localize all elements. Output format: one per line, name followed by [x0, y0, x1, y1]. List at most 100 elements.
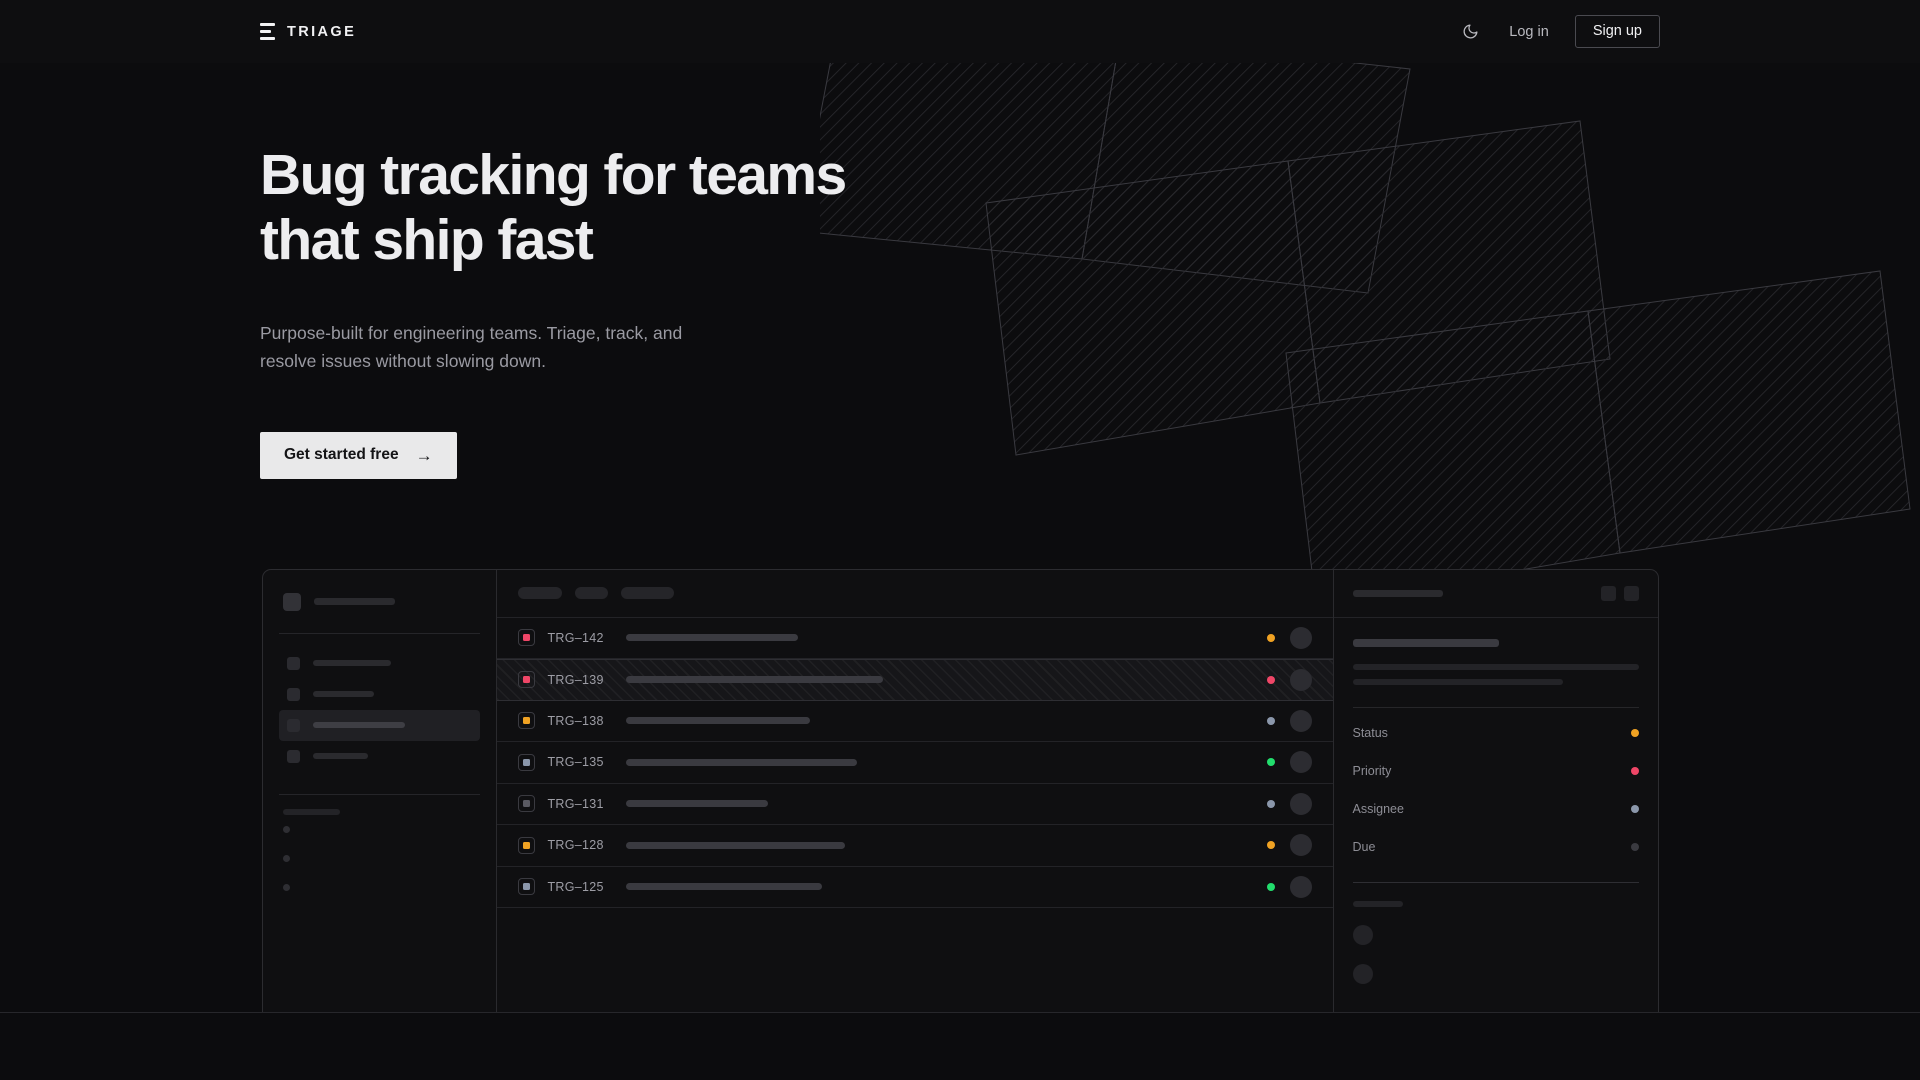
issue-type-badge — [517, 878, 535, 896]
table-row[interactable]: TRG–128 — [496, 825, 1333, 867]
sidebar-item-3-active[interactable] — [278, 709, 480, 741]
moon-icon[interactable] — [1457, 19, 1483, 45]
detail-description-skeleton — [1352, 663, 1639, 685]
filter-chip-2[interactable] — [574, 587, 608, 600]
detail-panel-header — [1333, 570, 1658, 618]
table-row[interactable]: TRG–138 — [496, 701, 1333, 743]
issue-type-badge — [517, 629, 535, 647]
mockup-sidebar — [263, 569, 497, 1012]
get-started-button[interactable]: Get started free → — [260, 431, 457, 479]
status-dot — [1266, 675, 1275, 684]
page-title: Bug tracking for teams that ship fast — [260, 143, 900, 273]
sidebar-item-icon — [286, 718, 300, 732]
issue-id: TRG–139 — [547, 672, 604, 687]
meta-label: Due — [1352, 839, 1376, 854]
table-row[interactable]: TRG–139 — [496, 659, 1333, 701]
avatar — [1289, 668, 1312, 691]
subheading-line-1: Purpose-built for engineering teams. Tri… — [260, 322, 683, 343]
issue-title-skeleton — [625, 841, 845, 849]
status-badge — [1630, 766, 1639, 775]
hero-section: Bug tracking for teams that ship fast Pu… — [0, 63, 1920, 1013]
issue-type-badge — [517, 671, 535, 689]
sidebar-item-4[interactable] — [279, 741, 480, 772]
meta-label: Status — [1352, 725, 1388, 740]
table-row[interactable]: TRG–135 — [496, 742, 1333, 784]
bullet-icon — [282, 854, 290, 862]
avatar — [1289, 834, 1312, 857]
status-dot — [1266, 882, 1275, 891]
headline-line-1: Bug tracking for teams — [260, 143, 847, 207]
filter-chip-3[interactable] — [620, 587, 674, 600]
issue-title-skeleton — [625, 676, 883, 684]
sidebar-section-label — [282, 808, 476, 815]
issue-id: TRG–131 — [547, 796, 604, 811]
detail-breadcrumb-skeleton — [1352, 589, 1443, 597]
sidebar-item-1[interactable] — [279, 648, 480, 679]
status-badge — [1630, 804, 1639, 813]
table-row[interactable]: TRG–125 — [496, 867, 1333, 909]
bullet-icon — [282, 825, 290, 833]
detail-action-button-2[interactable] — [1623, 585, 1639, 601]
issue-title-skeleton — [625, 883, 822, 891]
sidebar-divider-top — [278, 632, 480, 634]
detail-divider-top — [1352, 706, 1639, 708]
bullet-icon — [282, 883, 290, 891]
issue-id: TRG–138 — [547, 713, 604, 728]
issue-type-badge — [517, 795, 535, 813]
sidebar-item-2[interactable] — [279, 679, 480, 710]
workspace-avatar — [282, 592, 301, 611]
sidebar-item-icon — [286, 656, 300, 670]
avatar — [1352, 924, 1373, 945]
workspace-name-skeleton — [313, 598, 395, 606]
nav-actions: Log in Sign up — [1457, 15, 1660, 48]
issue-title-skeleton — [625, 634, 798, 642]
arrow-right-icon: → — [415, 445, 433, 465]
detail-divider-bottom — [1352, 881, 1639, 883]
avatar — [1352, 963, 1373, 984]
avatar — [1289, 709, 1312, 732]
meta-row-assignee[interactable]: Assignee — [1353, 790, 1639, 828]
status-dot — [1266, 799, 1275, 808]
headline-line-2: that ship fast — [260, 207, 594, 272]
app-preview-mockup: TRG–142 TRG–139 — [261, 568, 1659, 1012]
get-started-label: Get started free — [284, 446, 399, 464]
signup-button[interactable]: Sign up — [1574, 15, 1660, 48]
meta-row-due[interactable]: Due — [1353, 828, 1639, 866]
login-link[interactable]: Log in — [1509, 23, 1549, 40]
comments-label-skeleton — [1352, 900, 1403, 907]
status-dot — [1266, 758, 1275, 767]
stack-lines-icon — [260, 23, 275, 40]
avatar — [1289, 792, 1312, 815]
sidebar-sub-item-3[interactable] — [279, 873, 480, 902]
subheading-line-2: resolve issues without slowing down. — [260, 351, 546, 372]
issue-id: TRG–142 — [547, 630, 604, 645]
meta-label: Assignee — [1352, 801, 1404, 816]
avatar — [1289, 751, 1312, 774]
issue-id: TRG–128 — [547, 838, 604, 853]
status-dot — [1266, 841, 1275, 850]
table-row[interactable]: TRG–131 — [496, 784, 1333, 826]
issue-id: TRG–125 — [547, 879, 604, 894]
table-row[interactable]: TRG–142 — [496, 618, 1333, 660]
meta-row-priority[interactable]: Priority — [1353, 752, 1639, 790]
list-toolbar — [496, 570, 1333, 618]
issue-type-badge — [517, 712, 535, 730]
hero-subheading: Purpose-built for engineering teams. Tri… — [260, 319, 735, 376]
issue-list-panel: TRG–142 TRG–139 — [496, 569, 1334, 1012]
sidebar-divider-bottom — [278, 793, 480, 795]
sidebar-item-icon — [286, 749, 300, 763]
status-badge — [1630, 728, 1639, 737]
avatar — [1289, 875, 1312, 898]
issue-type-badge — [517, 836, 535, 854]
workspace-switcher[interactable] — [279, 588, 480, 611]
issue-detail-panel: Status Priority Assignee Due — [1333, 570, 1658, 1012]
detail-title-skeleton — [1352, 638, 1499, 647]
meta-label: Priority — [1352, 763, 1392, 778]
meta-row-status[interactable]: Status — [1353, 714, 1639, 752]
brand-logo[interactable]: TRIAGE — [260, 23, 356, 40]
filter-chip-1[interactable] — [517, 587, 562, 600]
sidebar-sub-item-2[interactable] — [279, 844, 480, 873]
sidebar-sub-item-1[interactable] — [279, 815, 480, 844]
detail-action-button-1[interactable] — [1600, 585, 1616, 601]
issue-title-skeleton — [625, 758, 857, 766]
